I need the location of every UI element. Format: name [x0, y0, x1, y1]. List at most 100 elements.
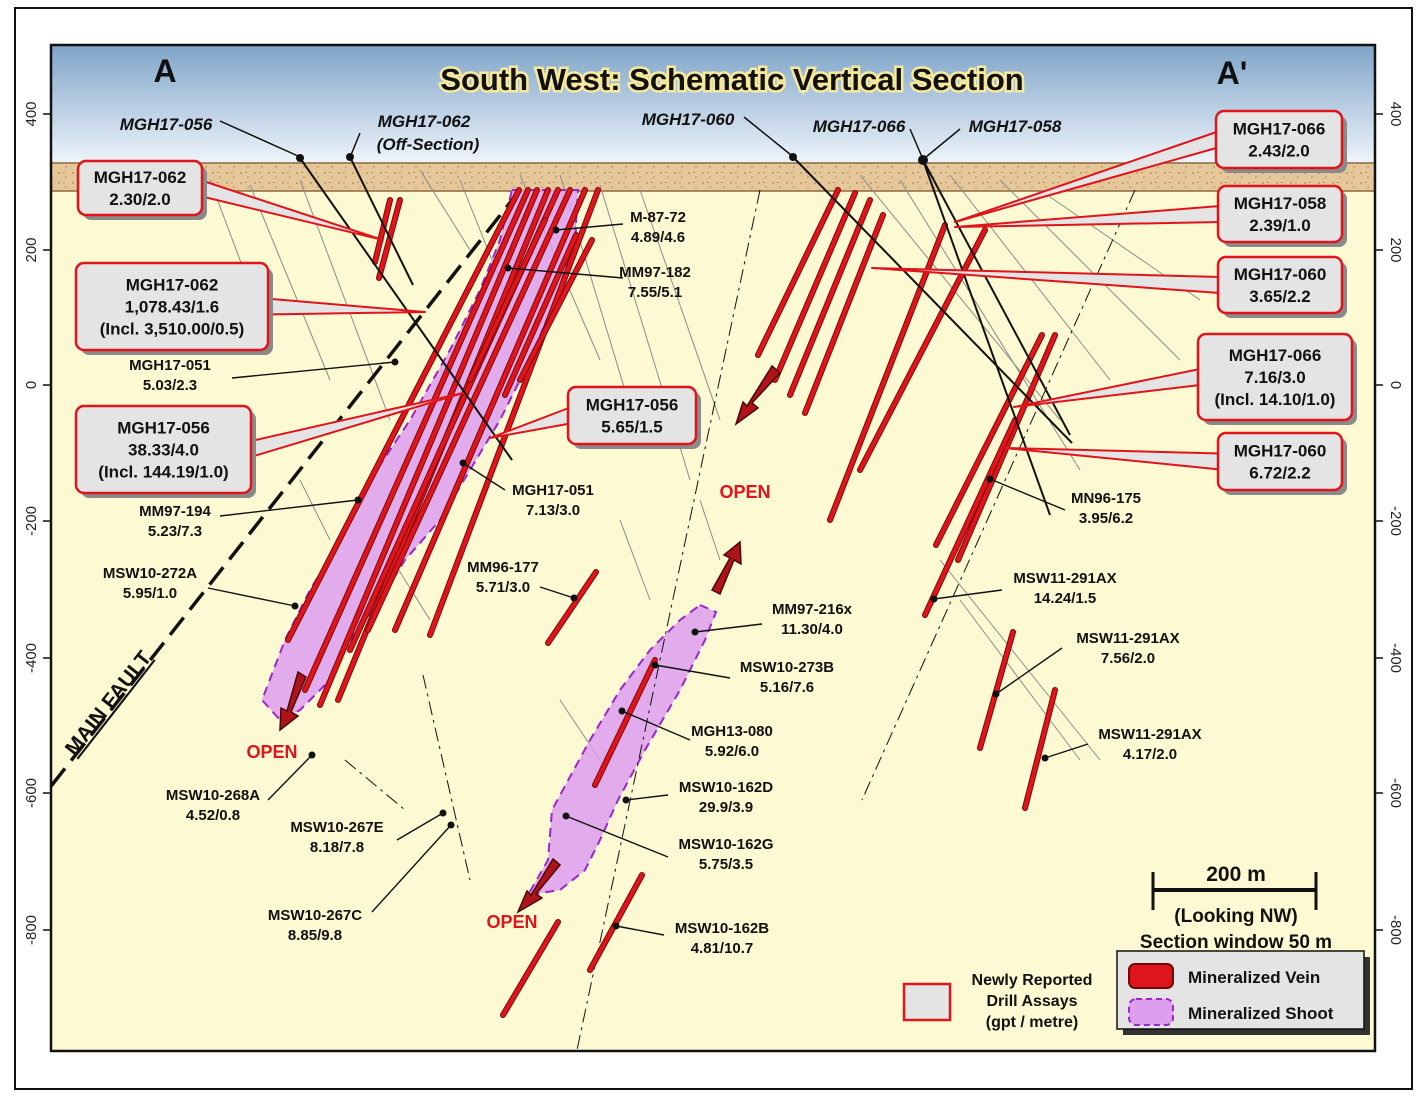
surface-hole-leader: [350, 132, 361, 156]
intercept-dot: [570, 594, 578, 602]
open-arrows: [279, 364, 782, 914]
scale-bar: 200 m (Looking NW) Section window 50 m: [1140, 863, 1332, 953]
dashed-structures: [344, 189, 1136, 1051]
mineralized-vein: [1023, 688, 1057, 810]
mineralized-vein: [934, 333, 1044, 547]
scale-orientation: (Looking NW): [1174, 906, 1297, 927]
intercept-value: 4.52/0.8: [186, 807, 240, 824]
hole-trace-mgh17-062: [349, 156, 414, 286]
mineralized-vein: [393, 188, 587, 632]
left-tick-label: -400: [23, 643, 40, 673]
intercept-value: 5.23/7.3: [148, 523, 202, 540]
intercept-hole-id: MSW10-272A: [103, 565, 197, 582]
intercept-dot: [439, 809, 447, 817]
intercept-hole-id: MSW10-268A: [166, 787, 260, 804]
intercept-hole-id: MSW11-291AX: [1098, 726, 1201, 743]
intercept-leader: [462, 462, 506, 491]
intercept-hole-id: MGH17-051: [129, 357, 211, 374]
mineralized-vein: [286, 188, 521, 642]
intercept-value: 5.75/3.5: [699, 856, 753, 873]
callout-assay-value: 2.30/2.0: [109, 190, 170, 209]
callout-hole-id: MGH17-056: [586, 396, 679, 415]
intercept-hole-id: MSW10-162B: [675, 920, 769, 937]
intercept-hole-id: MSW11-291AX: [1013, 570, 1116, 587]
callout-hole-id: MGH17-066: [1233, 120, 1326, 139]
mineralized-vein: [303, 188, 530, 692]
intercept-leader: [694, 623, 763, 633]
open-label-upper: OPEN: [246, 742, 297, 762]
legend-assay-line3: (gpt / metre): [986, 1014, 1078, 1031]
surface-hole-label: MGH17-058: [969, 117, 1062, 136]
featured-drill-holes: [299, 156, 1073, 516]
open-arrow-middle: [734, 364, 782, 426]
intercept-dot: [552, 226, 560, 234]
intercept-value: 4.81/10.7: [691, 940, 754, 957]
callout-hole-id: MGH17-060: [1234, 442, 1327, 461]
intercept-hole-id: MGH17-051: [512, 482, 594, 499]
surface-hole-label: MGH17-062: [378, 112, 471, 131]
hole-trace-mgh17-066: [922, 159, 1071, 436]
intercept-leader: [1044, 743, 1089, 759]
mineralized-vein: [803, 213, 885, 415]
hole-trace-mgh17-058: [922, 159, 1051, 516]
intercept-value: 29.9/3.9: [699, 799, 753, 816]
intercept-hole-id: MSW11-291AX: [1076, 630, 1179, 647]
plot-border: [49, 43, 1377, 1053]
callout-assay-value: (Incl. 144.19/1.0): [98, 463, 228, 482]
intercept-value: 11.30/4.0: [781, 621, 843, 638]
legend-assay-swatch: [902, 982, 952, 1022]
surface-hole-leader: [925, 128, 961, 158]
intercept-value: 5.71/3.0: [476, 579, 530, 596]
legend-assay-line1: Newly Reported: [972, 972, 1093, 989]
intercept-value: 5.16/7.6: [760, 679, 814, 696]
intercept-leader: [989, 478, 1066, 511]
open-label-lower: OPEN: [486, 912, 537, 932]
intercept-labels: M-87-724.89/4.6MM97-1827.55/5.1MGH17-051…: [103, 209, 1202, 957]
intercept-leader: [615, 925, 665, 936]
intercept-hole-id: M-87-72: [630, 209, 686, 226]
intercept-leader: [396, 812, 444, 841]
callout-hole-id: MGH17-062: [94, 168, 187, 187]
intercept-leader: [539, 586, 575, 599]
legend-assay-line2: Drill Assays: [986, 993, 1077, 1010]
intercept-leader: [507, 267, 624, 279]
intercept-dot: [562, 812, 570, 820]
intercept-hole-id: MM97-182: [619, 264, 691, 281]
intercept-hole-id: MM96-177: [467, 559, 539, 576]
section-end-left: A: [153, 53, 176, 89]
intercept-leader: [625, 794, 669, 801]
intercept-dot: [291, 602, 299, 610]
shoot-lower: [526, 603, 718, 897]
intercept-dot: [651, 661, 659, 669]
assay-callout-box: [1216, 184, 1344, 244]
mineralized-vein: [756, 188, 840, 357]
intercept-dot: [447, 821, 455, 829]
assay-callout-box: [566, 385, 698, 446]
left-tick-label: -600: [23, 778, 40, 808]
overburden-band: [51, 163, 1375, 191]
mineralized-vein: [923, 418, 1017, 617]
intercept-dot: [691, 628, 699, 636]
right-tick-label: 400: [1387, 101, 1404, 126]
left-tick-label: 400: [23, 101, 40, 126]
legend: Newly Reported Drill Assays (gpt / metre…: [902, 950, 1370, 1035]
intercept-dot: [622, 796, 630, 804]
mineralized-vein: [828, 223, 947, 522]
left-tick-label: -800: [23, 915, 40, 945]
surface-hole-label: MGH17-066: [813, 117, 906, 136]
scale-length: 200 m: [1206, 863, 1266, 886]
right-tick-label: 0: [1387, 381, 1404, 389]
surface-hole-leader: [743, 116, 792, 156]
callout-assay-value: 2.43/2.0: [1248, 142, 1309, 161]
intercept-value: 5.03/2.3: [143, 377, 197, 394]
intercept-value: 14.24/1.5: [1034, 590, 1097, 607]
right-tick-label: 200: [1387, 237, 1404, 262]
intercept-value: 7.13/3.0: [526, 502, 580, 519]
mineralized-vein: [428, 188, 600, 637]
intercept-value: 5.92/6.0: [705, 743, 759, 760]
intercept-leader: [555, 223, 624, 231]
intercept-hole-id: MSW10-273B: [740, 659, 834, 676]
